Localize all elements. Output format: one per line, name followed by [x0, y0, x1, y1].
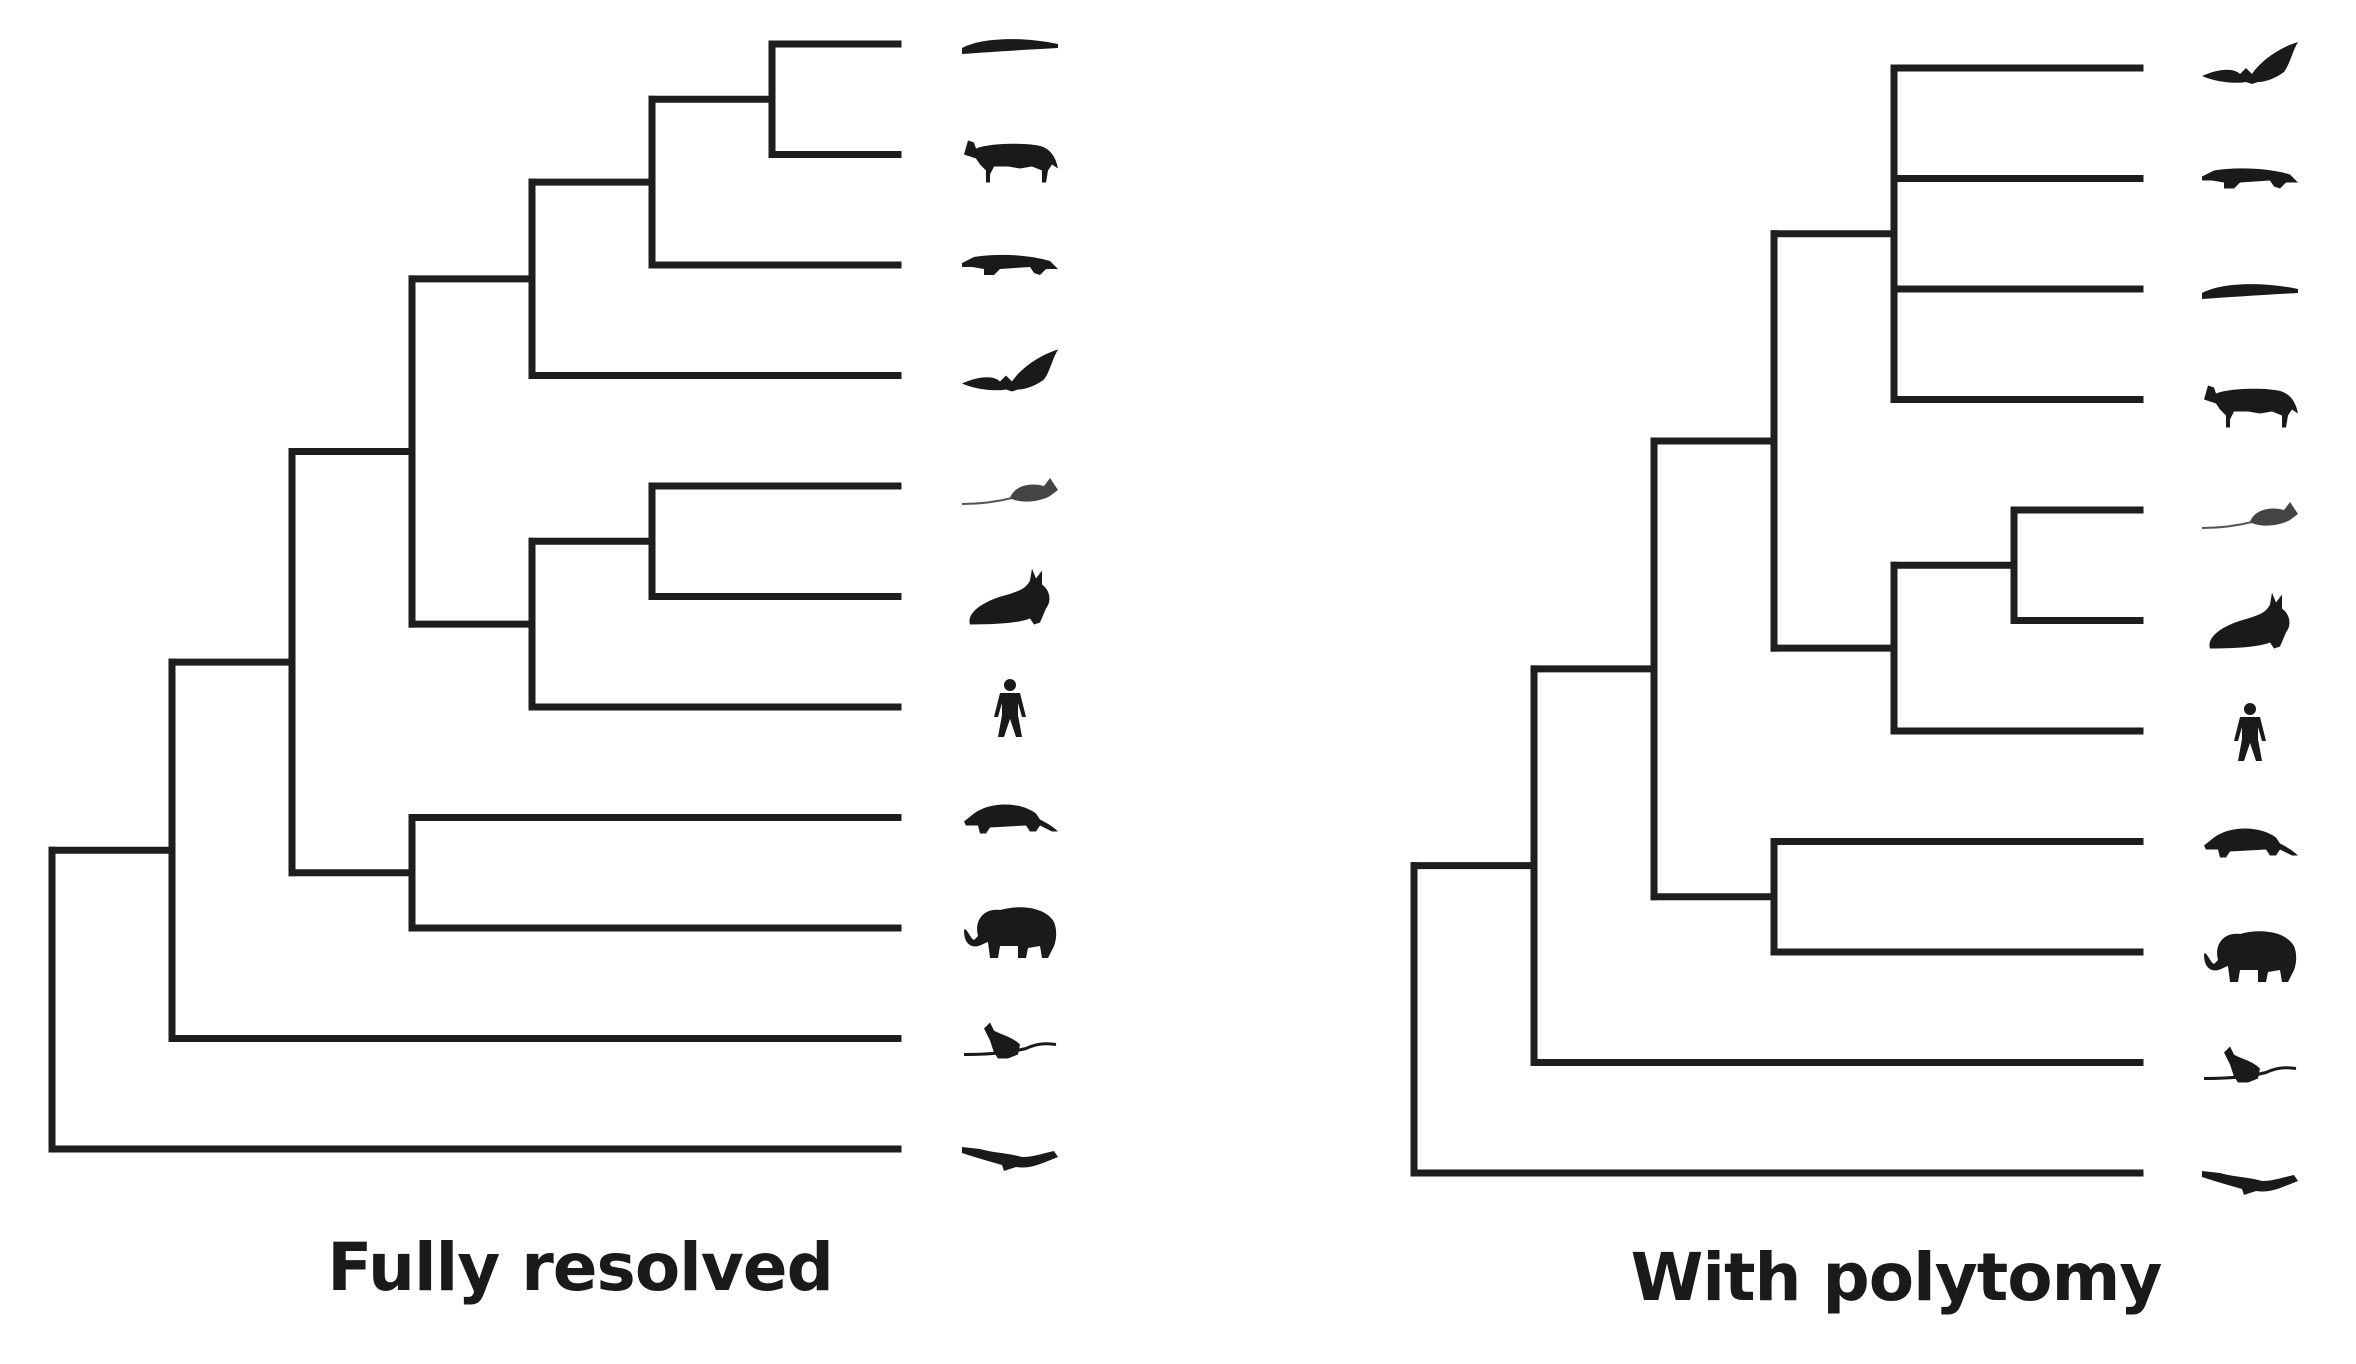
tree-with-polytomy	[1410, 42, 2298, 1195]
mouse-icon	[2201, 502, 2298, 529]
tree-fully-resolved	[48, 39, 1058, 1171]
horse-icon	[964, 140, 1058, 183]
crocodile-icon	[962, 39, 1058, 54]
armadillo-icon	[964, 804, 1058, 834]
badger-icon	[962, 254, 1058, 275]
badger-icon	[2202, 168, 2298, 189]
rabbit-icon	[969, 568, 1050, 625]
bat-icon	[962, 349, 1058, 392]
platypus-icon	[2202, 1171, 2298, 1195]
mouse-icon	[961, 478, 1058, 505]
elephant-icon	[2204, 931, 2297, 982]
elephant-icon	[964, 907, 1057, 958]
platypus-icon	[962, 1147, 1058, 1171]
horse-icon	[2204, 385, 2298, 428]
kangaroo-icon	[2203, 1046, 2297, 1083]
human-icon	[2234, 703, 2266, 761]
rabbit-icon	[2209, 592, 2290, 649]
armadillo-icon	[2204, 828, 2298, 858]
kangaroo-icon	[963, 1022, 1057, 1059]
caption-with-polytomy: With polytomy	[1631, 1239, 2162, 1316]
caption-fully-resolved: Fully resolved	[327, 1229, 833, 1306]
human-icon	[994, 679, 1026, 737]
bat-icon	[2202, 42, 2298, 84]
crocodile-icon	[2202, 284, 2298, 299]
